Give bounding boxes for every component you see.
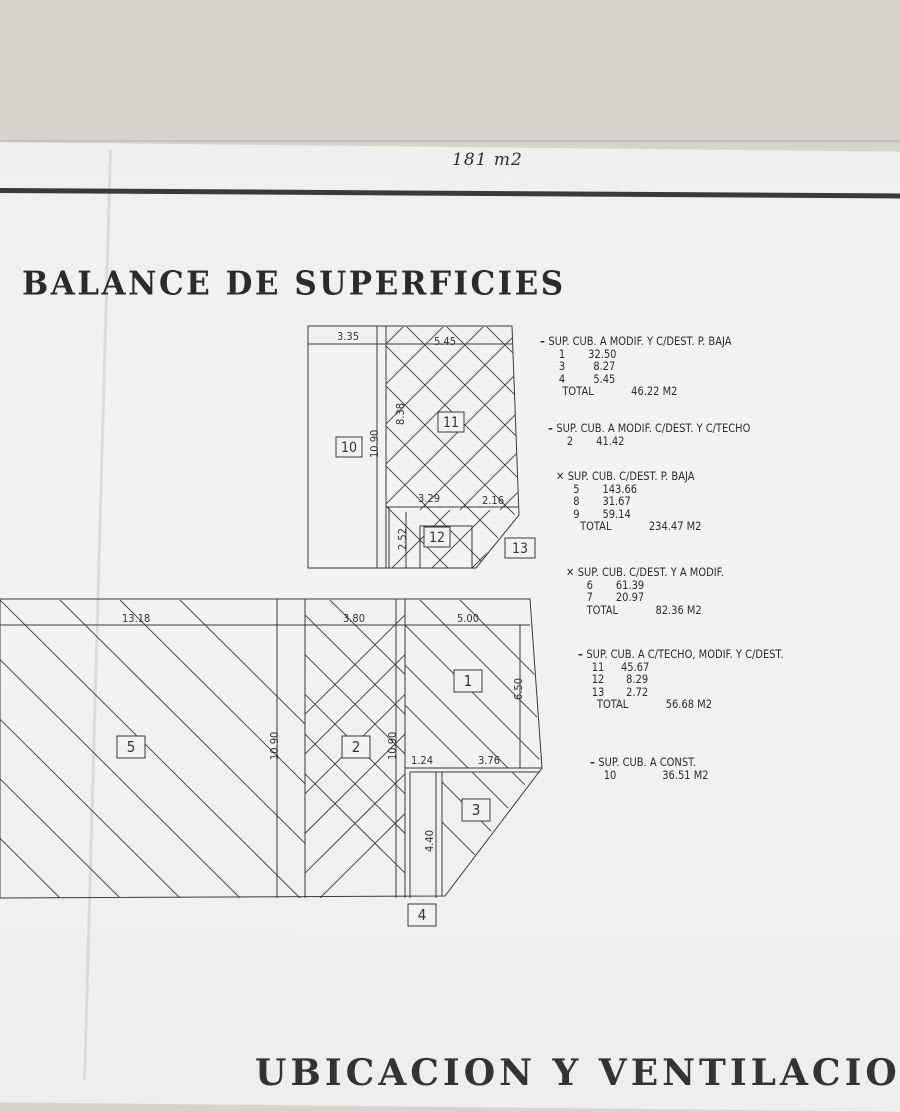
legend-item-number: 11 — [591, 659, 605, 674]
dim-3-35: 3.35 — [337, 330, 359, 343]
legend-item-value: 143.66 — [602, 481, 638, 496]
area-label-3: 3 — [472, 801, 481, 819]
legend-total-label: TOTAL — [586, 602, 619, 617]
legend-group-5: –SUP. CUB. A C/TECHO, MODIF. Y C/DEST. 1… — [578, 648, 783, 711]
legend-item-number: 3 — [558, 359, 566, 373]
legend-item-value: 36.51 M2 — [662, 767, 709, 782]
dim-6-50: 6.50 — [512, 678, 525, 700]
dim-4-40: 4.40 — [423, 830, 436, 852]
legend-heading: SUP. CUB. A C/TECHO, MODIF. Y C/DEST. — [586, 647, 784, 661]
legend-group-4: ✕SUP. CUB. C/DEST. Y A MODIF. 6 61.39 7 20… — [566, 566, 724, 616]
legend-dash-icon: – — [540, 334, 545, 348]
legend-heading: SUP. CUB. A CONST. — [598, 755, 697, 769]
dim-5-00: 5.00 — [457, 612, 479, 625]
legend-item-value: 41.42 — [596, 433, 625, 448]
legend-item-number: 4 — [558, 371, 566, 386]
legend-item-number: 8 — [573, 494, 580, 508]
dim-2-52: 2.52 — [396, 528, 409, 550]
dim-3-29: 3.29 — [418, 492, 440, 505]
legend-total-value: 234.47 M2 — [648, 519, 702, 533]
page-title: BALANCE DE SUPERFICIES — [22, 265, 566, 303]
area-label-5: 5 — [127, 738, 136, 756]
room-11-outline — [385, 325, 520, 569]
dim-10-90-upper: 10.90 — [368, 430, 381, 458]
area-label-10: 10 — [341, 440, 357, 456]
legend-item-value: 2.72 — [626, 684, 649, 699]
label-box-2 — [341, 735, 371, 759]
lower-block-outline — [0, 598, 543, 899]
legend-item-number: 5 — [573, 481, 580, 496]
legend-heading: SUP. CUB. A MODIF. Y C/DEST. P. BAJA — [548, 334, 732, 348]
dim-10-90-left: 10.90 — [268, 732, 281, 760]
legend-item-value: 32.50 — [588, 346, 617, 361]
legend-group-2: –SUP. CUB. A MODIF. C/DEST. Y C/TECHO 2 4… — [548, 422, 750, 447]
dim-10-90-mid: 10.90 — [386, 732, 399, 760]
legend-item-value: 45.67 — [621, 659, 650, 674]
legend-total-value: 82.36 M2 — [655, 602, 702, 617]
dim-8-38: 8.38 — [394, 403, 407, 425]
dim-2-16: 2.16 — [482, 494, 504, 507]
area-label-13: 13 — [512, 541, 528, 557]
legend-cross-icon: ✕ — [556, 469, 565, 483]
legend-item-number: 9 — [573, 506, 580, 521]
label-box-13 — [504, 537, 536, 559]
area-label-12: 12 — [429, 530, 445, 546]
area-label-2: 2 — [352, 738, 361, 756]
legend-total-label: TOTAL — [562, 384, 594, 398]
legend-item-value: 31.67 — [602, 494, 631, 508]
legend-total-label: TOTAL — [580, 519, 612, 533]
legend-dash-icon: – — [548, 421, 553, 435]
legend-item-number: 7 — [586, 590, 593, 604]
dim-3-76: 3.76 — [478, 754, 500, 767]
legend-item-number: 13 — [591, 684, 605, 699]
handwritten-area-note: 181 m2 — [452, 150, 523, 170]
legend-item-number: 12 — [591, 672, 605, 686]
label-box-12 — [423, 526, 451, 548]
area-label-4: 4 — [418, 906, 427, 924]
legend-item-number: 6 — [586, 577, 593, 592]
floor-plan-drawing: 10 11 12 13 5 2 1 3 4 3.35 5.45 8.38 10.… — [0, 325, 543, 927]
dim-1-24: 1.24 — [411, 754, 433, 767]
area-label-11: 11 — [443, 415, 459, 431]
legend-heading: SUP. CUB. A MODIF. C/DEST. Y C/TECHO — [556, 421, 751, 435]
legend-item-number: 10 — [603, 767, 617, 782]
legend-group-6: –SUP. CUB. A CONST. 10 36.51 M2 — [590, 756, 714, 781]
label-box-4 — [407, 903, 437, 927]
label-box-1 — [453, 669, 483, 693]
legend-dash-icon: – — [578, 647, 583, 661]
legend-total-label: TOTAL — [596, 697, 629, 711]
legend-dash-icon: – — [590, 755, 595, 769]
legend-item-value: 8.27 — [593, 359, 616, 373]
legend-item-number: 1 — [558, 346, 566, 361]
legend-group-3: ✕SUP. CUB. C/DEST. P. BAJA 5 143.66 8 31.6… — [556, 470, 701, 533]
legend-item-value: 8.29 — [626, 672, 649, 686]
legend-heading: SUP. CUB. C/DEST. P. BAJA — [567, 469, 695, 483]
label-box-5 — [116, 735, 146, 759]
dim-5-45: 5.45 — [434, 335, 456, 348]
legend-total-value: 56.68 M2 — [665, 697, 713, 711]
paper-fold-top — [0, 140, 900, 142]
label-box-11 — [437, 411, 465, 433]
label-box-10 — [335, 436, 363, 458]
legend-item-value: 5.45 — [593, 371, 616, 386]
legend-item-value: 20.97 — [615, 590, 645, 604]
area-label-1: 1 — [464, 672, 473, 690]
dim-13-18: 13.18 — [122, 612, 150, 625]
cut-off-section-heading: UBICACION Y VENTILACION — [255, 1052, 900, 1094]
dim-3-80: 3.80 — [343, 612, 365, 625]
label-box-3 — [461, 798, 491, 822]
legend-total-value: 46.22 M2 — [631, 384, 678, 398]
legend-cross-icon: ✕ — [566, 565, 575, 579]
legend-heading: SUP. CUB. C/DEST. Y A MODIF. — [577, 565, 724, 579]
legend-item-number: 2 — [566, 433, 574, 448]
legend-item-value: 61.39 — [615, 577, 645, 592]
legend-item-value: 59.14 — [602, 506, 631, 521]
